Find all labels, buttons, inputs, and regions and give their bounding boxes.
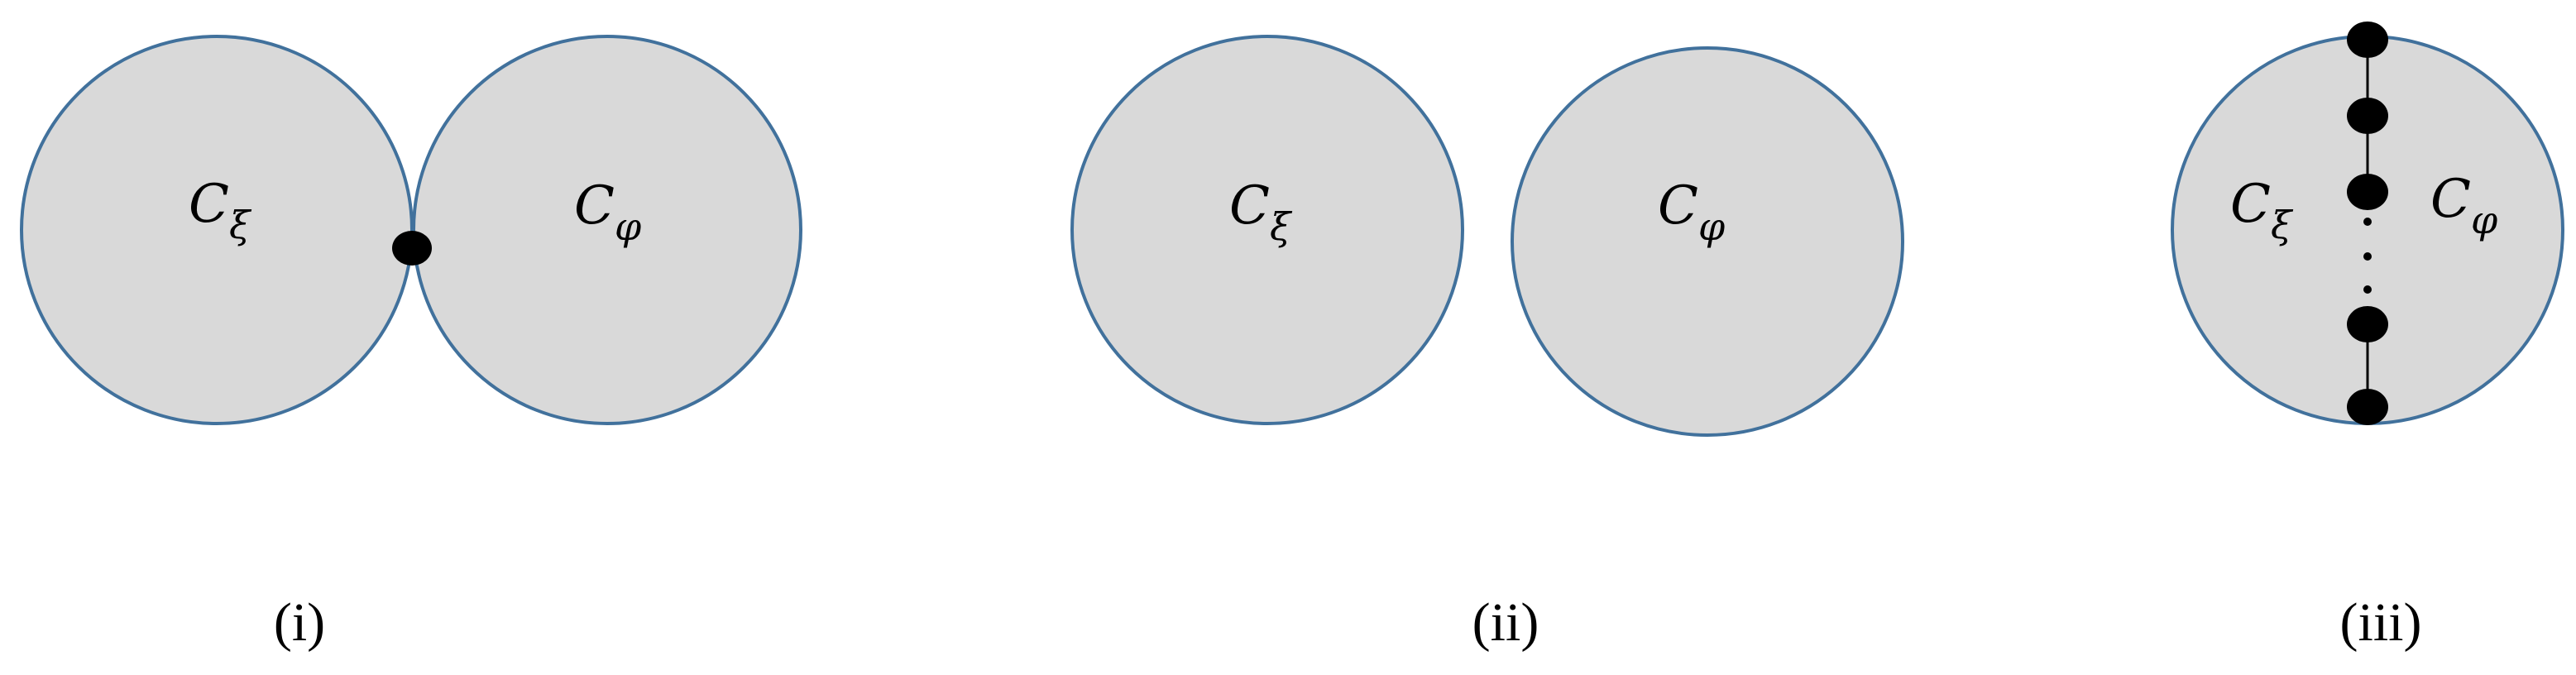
- panel-iii-vertex-4: [2347, 306, 2388, 342]
- panel-iii-label-c-xi: Cξ: [2230, 174, 2294, 247]
- panel-i: Cξ Cφ (i): [20, 35, 802, 653]
- panel-ii-label-c-xi: Cξ: [1229, 175, 1293, 249]
- panel-ii-circle-c-xi: [1070, 35, 1464, 425]
- panel-iii-vertex-3: [2347, 174, 2388, 210]
- panel-i-caption: (i): [274, 592, 325, 653]
- panel-ii-caption: (ii): [1472, 592, 1539, 653]
- panel-ii: Cξ Cφ (ii): [1070, 35, 1904, 653]
- panel-ii-label-c-phi: Cφ: [1658, 175, 1726, 249]
- panel-iii-vertex-5: [2347, 389, 2388, 425]
- panel-iii-ellipsis-dot-2: [2363, 252, 2372, 261]
- panel-ii-circle-c-phi: [1511, 46, 1904, 437]
- panel-i-shared-vertex: [392, 231, 432, 266]
- panel-iii-caption: (iii): [2340, 592, 2422, 653]
- panel-iii-ellipsis-dot-1: [2363, 218, 2372, 226]
- panel-iii-ellipsis: [2363, 218, 2372, 294]
- panel-iii-vertex-1: [2347, 22, 2388, 58]
- panel-iii: Cξ Cφ (iii): [2171, 22, 2564, 653]
- panel-iii-ellipsis-dot-3: [2363, 285, 2372, 294]
- panel-i-label-c-phi: Cφ: [574, 175, 642, 249]
- panel-iii-label-c-phi: Cφ: [2430, 169, 2498, 242]
- panel-i-circle-c-phi: [412, 35, 802, 425]
- panel-i-label-c-xi: Cξ: [189, 174, 252, 247]
- panel-iii-vertex-2: [2347, 98, 2388, 134]
